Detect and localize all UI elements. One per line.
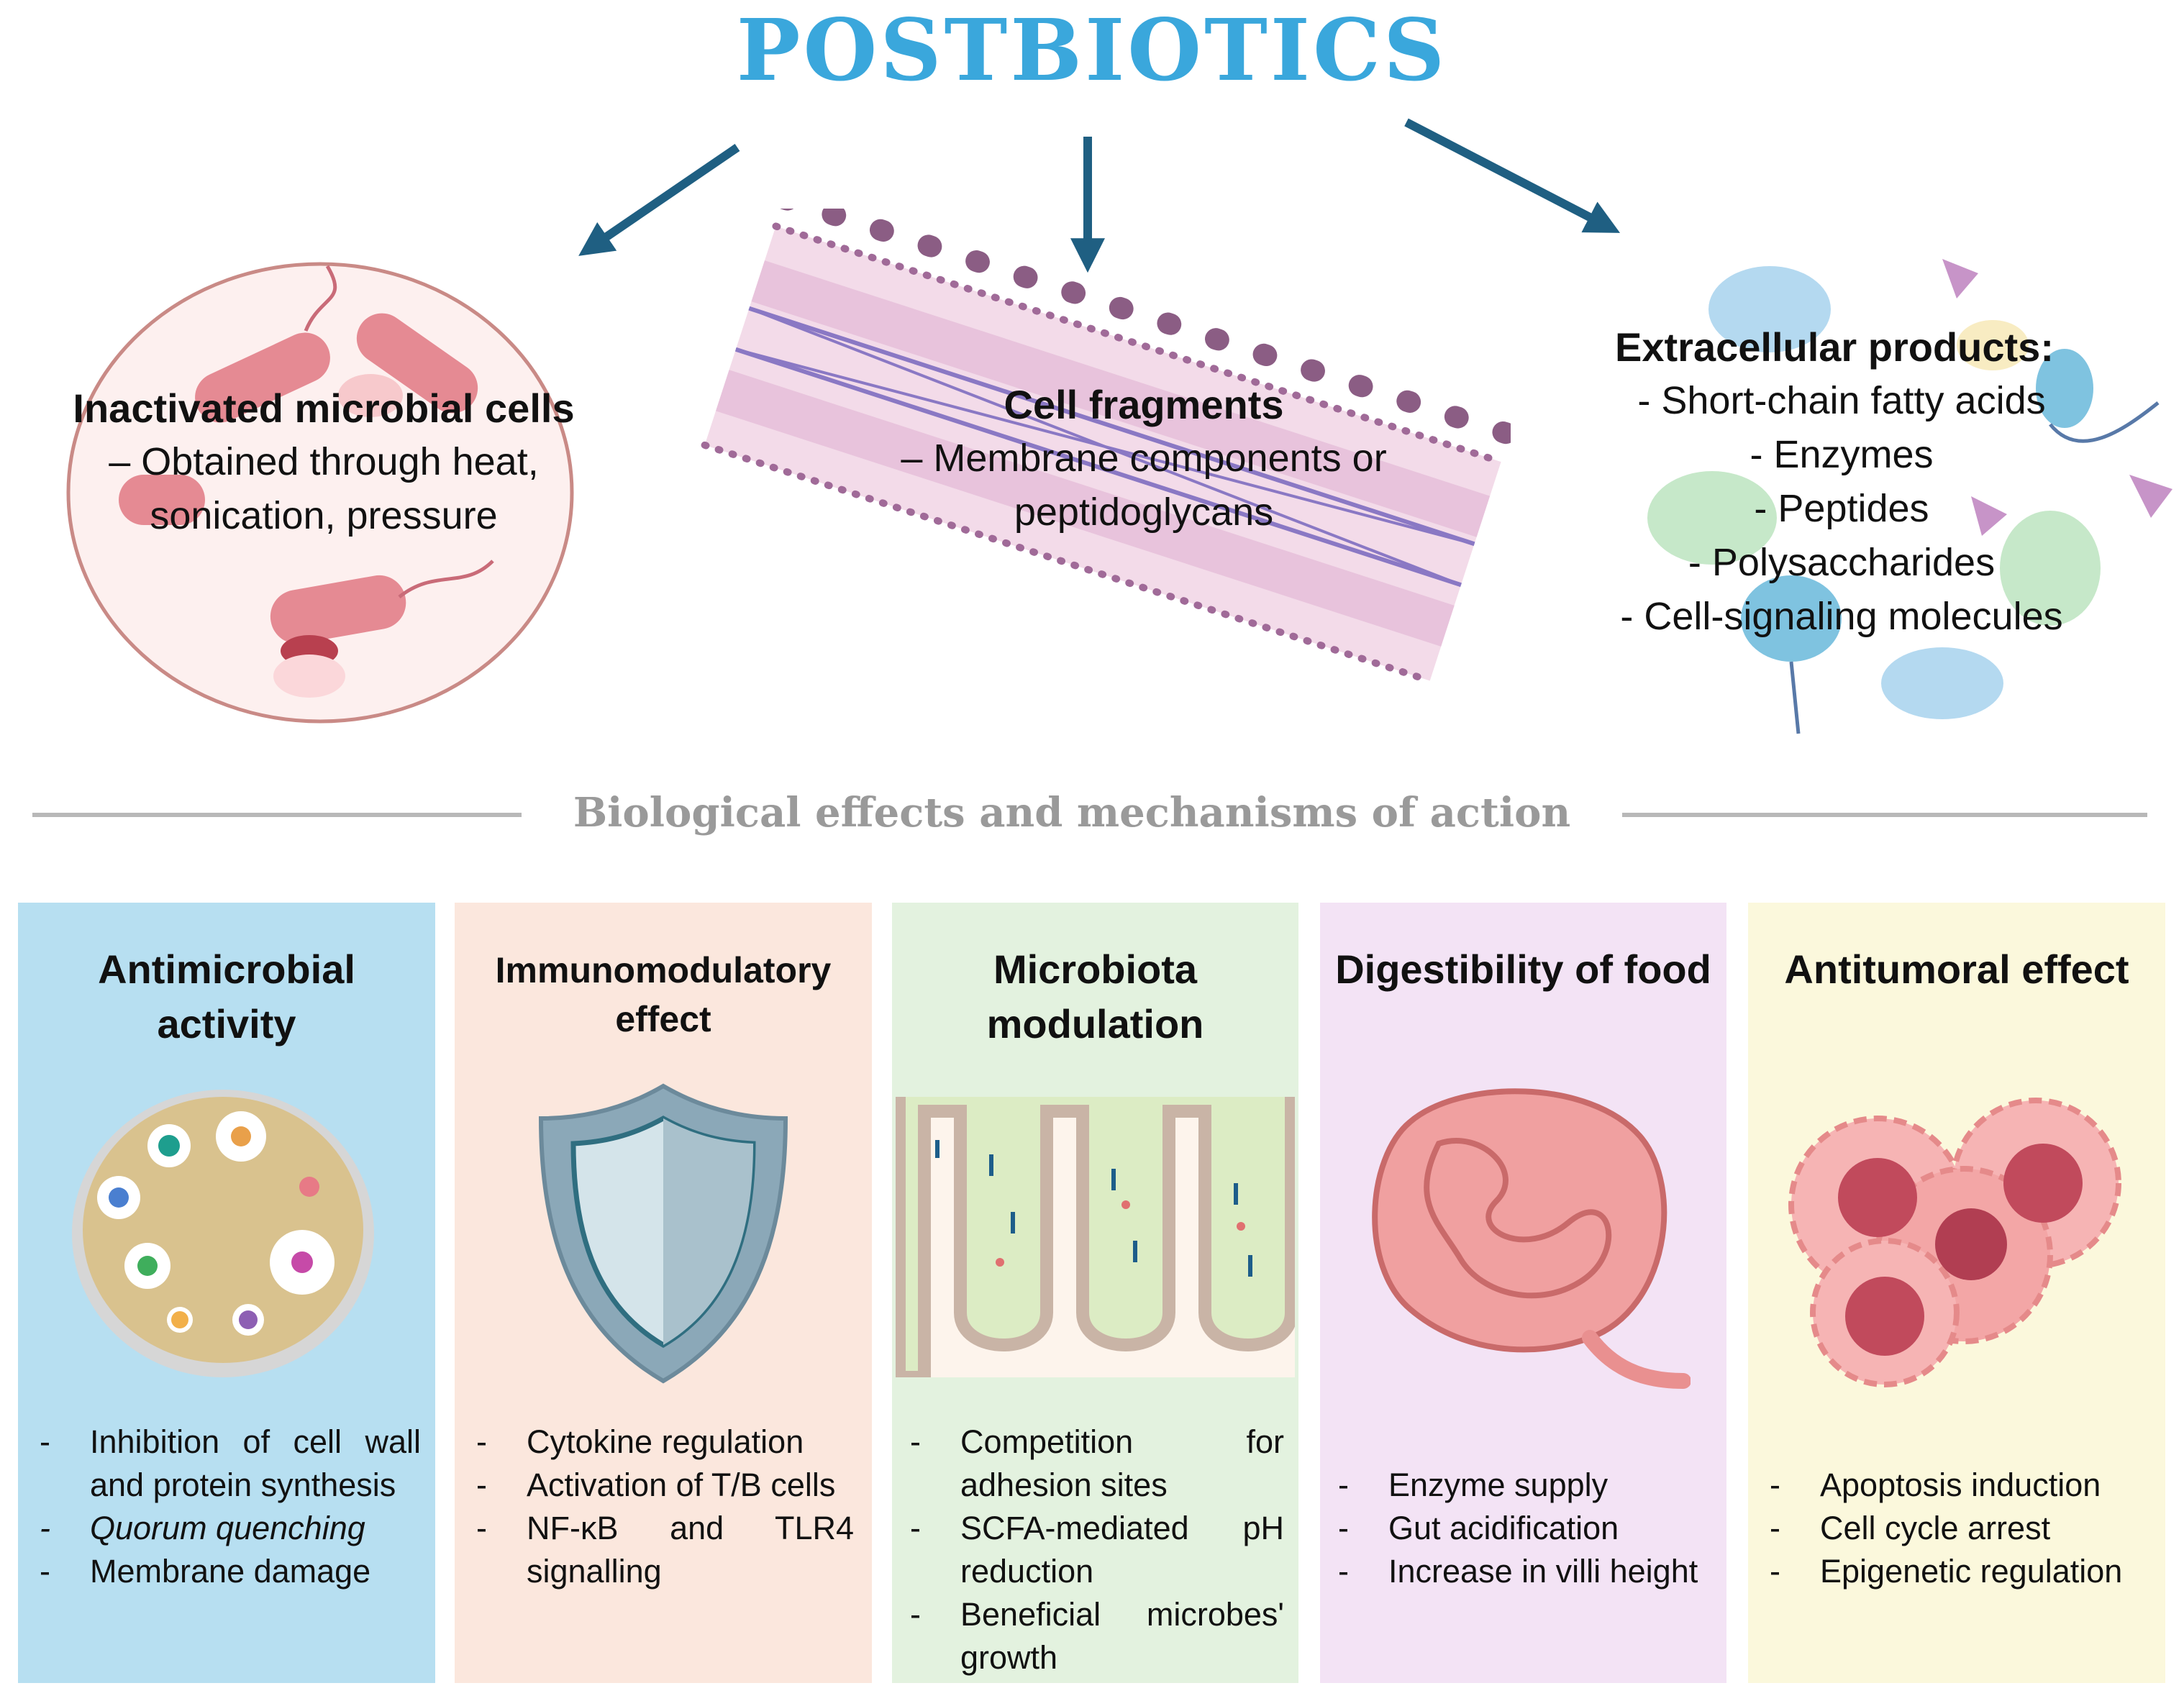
effect-card-immunomodulatory: Immunomodulatory effect Cytokine regulat… [455,903,872,1683]
arrows [578,118,1621,273]
effect-item: Cell cycle arrest [1770,1507,2151,1550]
effect-item: Activation of T/B cells [476,1464,854,1507]
category-extracellular-products-title: Extracellular products: [1615,324,2054,370]
effect-list-digestibility: Enzyme supply Gut acidification Increase… [1338,1464,1705,1593]
effect-title-digestibility: Digestibility of food [1335,947,1711,992]
effect-list-immunomodulatory: Cytokine regulation Activation of T/B ce… [476,1420,854,1593]
effect-item: Quorum quenching [40,1507,421,1550]
effect-list-antitumoral: Apoptosis induction Cell cycle arrest Ep… [1770,1464,2151,1593]
effect-item: SCFA-mediated pH reduction [910,1507,1284,1593]
effect-item: Apoptosis induction [1770,1464,2151,1507]
effect-title-antitumoral: Antitumoral effect [1784,947,2129,992]
extracellular-item-polysaccharides: - Polysaccharides [1688,541,1996,584]
effect-item: Competition for adhesion sites [910,1420,1284,1507]
extracellular-products-illustration [1647,259,2172,734]
arrow-right [1404,118,1621,233]
effect-item: NF-κB and TLR4 signalling [476,1507,854,1593]
extracellular-item-scfa: - Short-chain fatty acids [1637,379,2046,422]
effect-item: Gut acidification [1338,1507,1705,1550]
effect-title-antimicrobial: Antimicrobial activity [98,947,355,1046]
effect-card-digestibility: Digestibility of food Enzyme supply Gut … [1320,903,1726,1683]
main-title: POSTBIOTICS [736,0,1448,100]
tumor-cells-icon [1788,1098,2121,1387]
effect-item: Inhibition of cell wall and protein synt… [40,1420,421,1507]
effect-item: Beneficial microbes' growth [910,1593,1284,1679]
effect-title-microbiota: Microbiota modulation [986,947,1204,1046]
inactivated-cells-illustration [66,262,574,724]
separator-line-right [1622,813,2147,817]
effect-list-antimicrobial: Inhibition of cell wall and protein synt… [40,1420,421,1593]
extracellular-item-peptides: - Peptides [1754,487,1929,530]
effect-title-immunomodulatory: Immunomodulatory effect [495,950,832,1039]
category-inactivated-cells-desc-line-1: – Obtained through heat, [109,440,539,483]
effect-item: Epigenetic regulation [1770,1550,2151,1593]
effect-card-antimicrobial: Antimicrobial activity Inhibition of cel… [18,903,435,1683]
category-cell-fragments-desc-line-1: – Membrane components or [901,437,1387,480]
effect-item: Cytokine regulation [476,1420,854,1464]
intestinal-villi-icon [896,1097,1295,1377]
arrow-left [578,144,740,256]
cell-fragments-illustration [701,209,1511,685]
effect-card-microbiota: Microbiota modulation Competition for ad… [892,903,1298,1683]
intestine-icon [1372,1088,1691,1389]
separator-line-left [32,813,522,817]
petri-dish-icon [72,1090,374,1377]
category-inactivated-cells-desc-line-2: sonication, pressure [150,494,498,537]
section-heading: Biological effects and mechanisms of act… [573,789,1571,836]
effect-item: Increase in villi height [1338,1550,1705,1593]
category-cell-fragments-desc-line-2: peptidoglycans [1014,491,1274,534]
effect-item: Membrane damage [40,1550,421,1593]
effect-list-microbiota: Competition for adhesion sites SCFA-medi… [910,1420,1284,1679]
category-cell-fragments-title: Cell fragments [1004,382,1284,427]
effect-card-antitumoral: Antitumoral effect Apoptosis induction C… [1748,903,2165,1683]
effect-item: Enzyme supply [1338,1464,1705,1507]
extracellular-item-enzymes: - Enzymes [1750,433,1934,476]
shield-icon [538,1083,788,1384]
category-inactivated-cells-title: Inactivated microbial cells [73,386,575,431]
extracellular-item-cell-signaling: - Cell-signaling molecules [1620,595,2063,638]
